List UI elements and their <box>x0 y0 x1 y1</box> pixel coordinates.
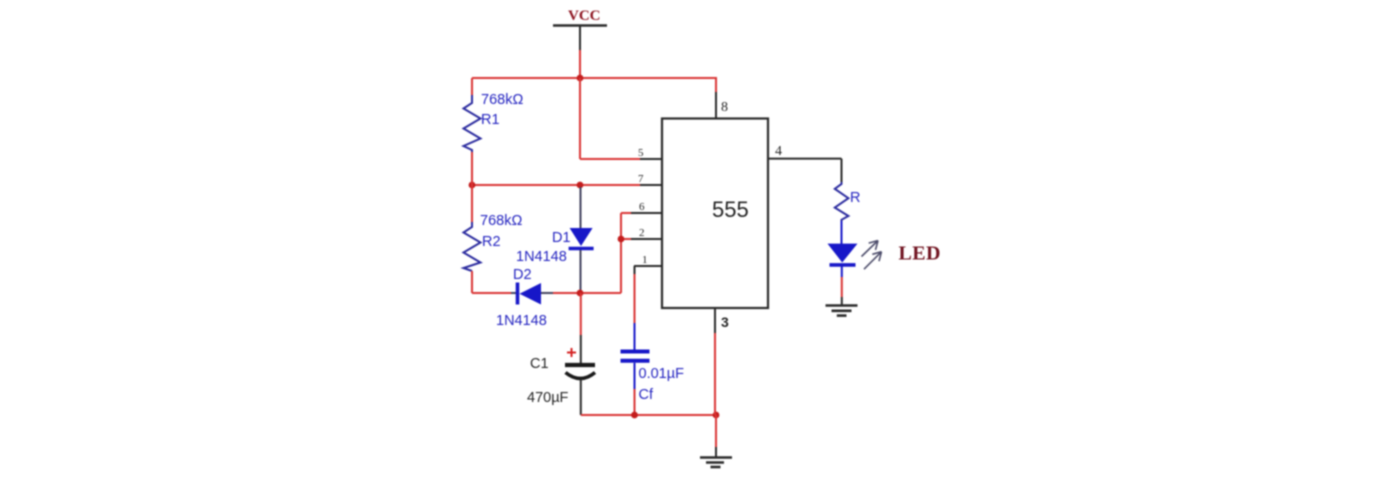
svg-text:470µF: 470µF <box>527 390 569 406</box>
svg-text:1N4148: 1N4148 <box>496 313 547 329</box>
svg-text:1N4148: 1N4148 <box>516 249 567 265</box>
svg-text:C1: C1 <box>530 356 549 372</box>
svg-text:Cf: Cf <box>639 387 654 403</box>
svg-text:4: 4 <box>775 144 782 159</box>
svg-text:D1: D1 <box>552 230 571 246</box>
svg-text:R2: R2 <box>482 234 501 250</box>
svg-text:555: 555 <box>712 197 749 222</box>
svg-text:6: 6 <box>639 201 645 213</box>
svg-text:D2: D2 <box>513 267 532 283</box>
svg-text:7: 7 <box>638 173 644 185</box>
svg-text:768kΩ: 768kΩ <box>480 213 522 229</box>
svg-text:5: 5 <box>638 147 644 159</box>
svg-text:R: R <box>850 190 860 206</box>
svg-text:0.01µF: 0.01µF <box>639 366 685 382</box>
svg-text:8: 8 <box>721 100 728 115</box>
svg-text:768kΩ: 768kΩ <box>481 92 523 108</box>
svg-text:3: 3 <box>721 314 729 330</box>
svg-text:2: 2 <box>639 227 645 239</box>
svg-text:VCC: VCC <box>568 8 601 24</box>
svg-text:1: 1 <box>642 254 648 266</box>
svg-text:R1: R1 <box>481 112 500 128</box>
svg-text:LED: LED <box>899 243 941 265</box>
